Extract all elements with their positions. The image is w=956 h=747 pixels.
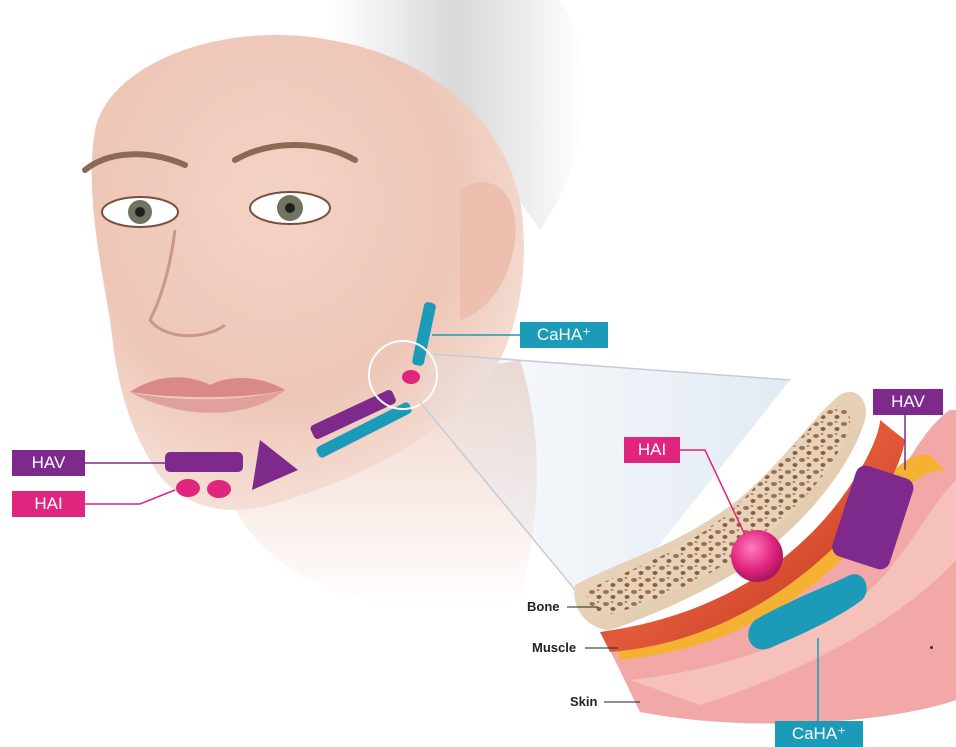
leader-left-hai xyxy=(85,490,175,504)
label-caha-bottom: CaHA⁺ xyxy=(775,721,863,747)
left-eye xyxy=(102,197,178,227)
right-eye xyxy=(250,192,330,224)
hai-dot-2 xyxy=(207,480,231,498)
hav-chin-implant xyxy=(165,452,243,472)
label-muscle: Muscle xyxy=(532,640,576,655)
label-bone: Bone xyxy=(527,599,560,614)
inset-hai-ball xyxy=(731,530,783,582)
label-hav-left: HAV xyxy=(12,450,85,476)
label-hav-inset: HAV xyxy=(873,389,943,415)
label-hai-inset: HAI xyxy=(624,437,680,463)
hai-dot-1 xyxy=(176,479,200,497)
stray-dot xyxy=(930,646,933,649)
label-skin: Skin xyxy=(570,694,597,709)
label-caha-top: CaHA⁺ xyxy=(520,322,608,348)
hai-angle-dot xyxy=(402,370,420,384)
label-hai-left: HAI xyxy=(12,491,85,517)
